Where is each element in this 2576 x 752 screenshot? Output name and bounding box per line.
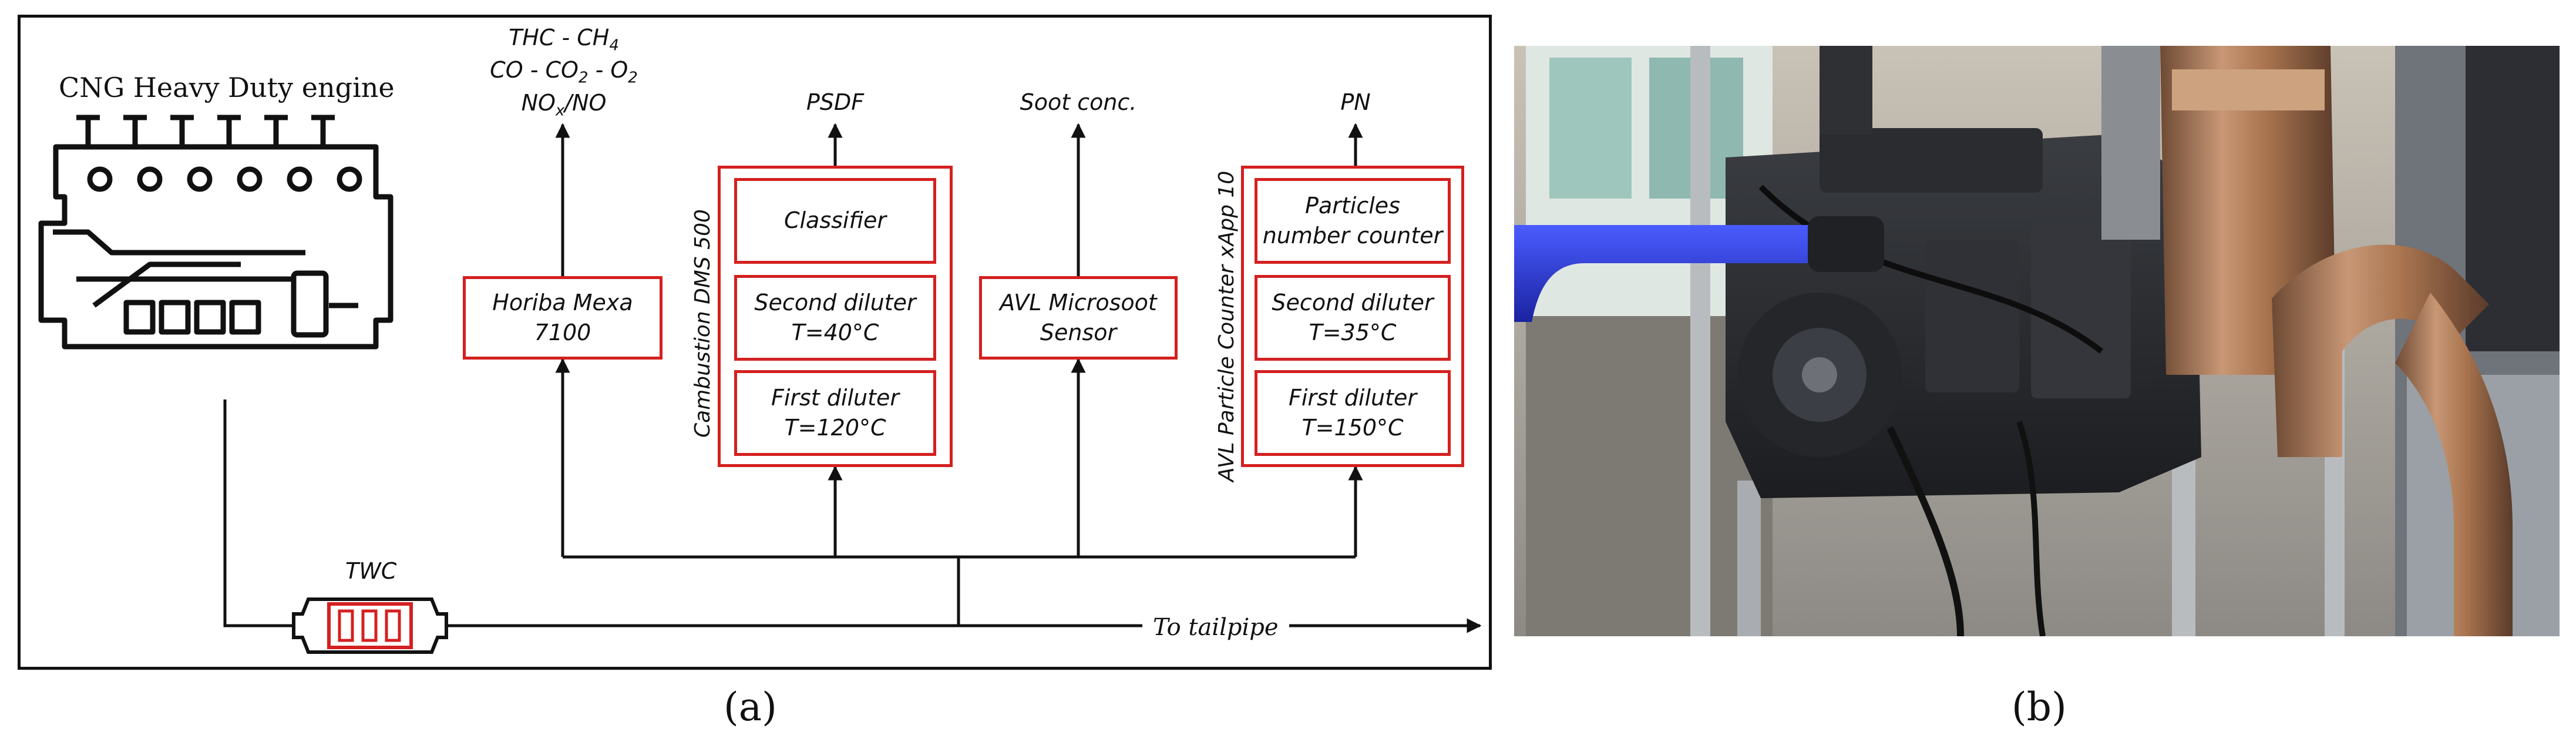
engine-icon (38, 115, 394, 350)
dms-outer-box (718, 166, 953, 467)
dms-first-diluter-box: First diluter T=120°C (734, 370, 936, 456)
avl-first-diluter-box: First diluter T=150°C (1255, 370, 1451, 456)
twc-icon (292, 597, 448, 654)
tailpipe-label: To tailpipe (1142, 612, 1289, 643)
avl-module-2-line-1: Second diluter (1272, 289, 1434, 315)
mexa-line-1: Horiba Mexa (492, 289, 633, 315)
dms-module-2-line-1: Second diluter (754, 289, 916, 315)
dms-module-3-line-1: First diluter (771, 384, 900, 411)
microsoot-line-2: Sensor (1040, 320, 1117, 345)
avl-second-diluter-box: Second diluter T=35°C (1255, 275, 1451, 361)
microsoot-box: AVL Microsoot Sensor (979, 276, 1178, 360)
dms-module-3-line-2: T=120°C (784, 415, 886, 441)
dms-output-label: PSDF (806, 89, 865, 115)
dms-module-2-line-2: T=40°C (791, 320, 879, 345)
avl-module-1-line-2: number counter (1262, 223, 1443, 249)
mexa-outputs: THC - CH4 CO - CO2 - O2 NOx/NO (464, 24, 664, 121)
mexa-output-line-1: THC - CH4 (509, 25, 619, 55)
caption-b: (b) (2012, 684, 2067, 730)
microsoot-line-1: AVL Microsoot (1000, 289, 1157, 315)
engine-test-bench-photo (1514, 46, 2560, 636)
dms-classifier-box: Classifier (734, 178, 936, 264)
mexa-line-2: 7100 (534, 320, 591, 345)
avl-outer-box (1241, 166, 1464, 467)
mexa-box: Horiba Mexa 7100 (463, 276, 663, 360)
twc-label: TWC (345, 558, 397, 584)
mexa-output-line-3: NOx/NO (521, 89, 607, 120)
avl-module-3-line-2: T=150°C (1302, 415, 1404, 441)
caption-a: (a) (724, 684, 777, 730)
microsoot-output-label: Soot conc. (1020, 89, 1137, 115)
engine-label: CNG Heavy Duty engine (59, 72, 395, 103)
avl-counter-box: Particles number counter (1255, 178, 1451, 264)
avl-module-1-line-1: Particles (1305, 192, 1400, 219)
dms-second-diluter-box: Second diluter T=40°C (734, 275, 936, 361)
avl-module-2-line-2: T=35°C (1309, 320, 1397, 345)
engine-photo-illustration (1514, 46, 2560, 636)
mexa-output-line-2: CO - CO2 - O2 (490, 57, 638, 87)
diagram-frame (18, 15, 1492, 670)
dms-module-1-line-1: Classifier (783, 207, 887, 234)
avl-output-label: PN (1340, 89, 1371, 115)
exhaust-line (223, 400, 294, 627)
avl-module-3-line-1: First diluter (1288, 384, 1417, 411)
avl-title: AVL Particle Counter xApp 10 (1215, 170, 1239, 482)
dms-title: Cambustion DMS 500 (691, 209, 715, 438)
